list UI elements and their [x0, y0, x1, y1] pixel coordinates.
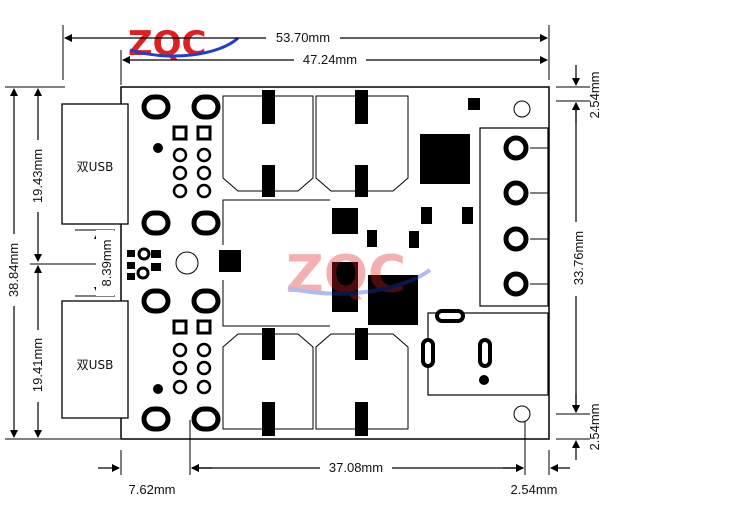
left-height-label: 38.84mm — [6, 243, 21, 297]
dim-bottom-left: 7.62mm — [98, 464, 212, 497]
dim-bottom-span: 37.08mm — [120, 420, 550, 475]
brand-logo: ZQC — [128, 24, 240, 64]
dim-right-height: 33.76mm — [556, 102, 590, 415]
bottom-right-label: 2.54mm — [511, 482, 558, 497]
usb-port-top: 双USB — [61, 103, 129, 225]
usb-gap-label: 8.39mm — [99, 240, 114, 287]
dim-usb-gap: 8.39mm — [75, 229, 115, 297]
dim-usb-bottom-height: 19.41mm — [27, 263, 100, 438]
logo-text: ZQC — [128, 24, 207, 64]
usb-port-bottom: 双USB — [61, 300, 129, 419]
usb-bottom-height-label: 19.41mm — [30, 338, 45, 392]
center-chips — [332, 98, 531, 423]
usb-pins-top — [153, 125, 212, 199]
inductor-block-bottom — [222, 328, 409, 436]
small-components-left — [127, 247, 241, 280]
inner-width-label: 47.24mm — [303, 52, 357, 67]
dc-jack — [421, 309, 549, 396]
bottom-span-label: 37.08mm — [329, 460, 383, 475]
usb-top-label: 双USB — [77, 160, 114, 174]
total-width-label: 53.70mm — [276, 30, 330, 45]
usb-bottom-label: 双USB — [77, 358, 114, 372]
dim-inner-width: 47.24mm — [120, 50, 548, 85]
board-outline — [120, 86, 550, 440]
watermark-text: ZQC — [286, 245, 406, 305]
dim-right-offset-bottom: 2.54mm — [556, 394, 602, 460]
usb-top-height-label: 19.43mm — [30, 149, 45, 203]
right-bottom-offset-label: 2.54mm — [587, 404, 602, 451]
logo-swoosh — [129, 36, 240, 58]
dim-total-width: 53.70mm — [62, 25, 550, 80]
terminal-block — [479, 127, 549, 307]
bottom-left-label: 7.62mm — [129, 482, 176, 497]
inductor-block-top — [222, 90, 409, 197]
right-height-label: 33.76mm — [571, 231, 586, 285]
center-trace-outline — [222, 199, 330, 327]
dim-usb-top-height: 19.43mm — [27, 88, 45, 262]
usb-mount-pads — [141, 94, 221, 432]
dim-left-height: 38.84mm — [3, 86, 120, 440]
dim-right-offset-top: 2.54mm — [556, 65, 602, 123]
watermark-logo: ZQC — [286, 245, 432, 305]
right-top-offset-label: 2.54mm — [587, 72, 602, 119]
usb-pins-bottom — [153, 319, 212, 395]
dim-bottom-right: 2.54mm — [503, 464, 570, 497]
